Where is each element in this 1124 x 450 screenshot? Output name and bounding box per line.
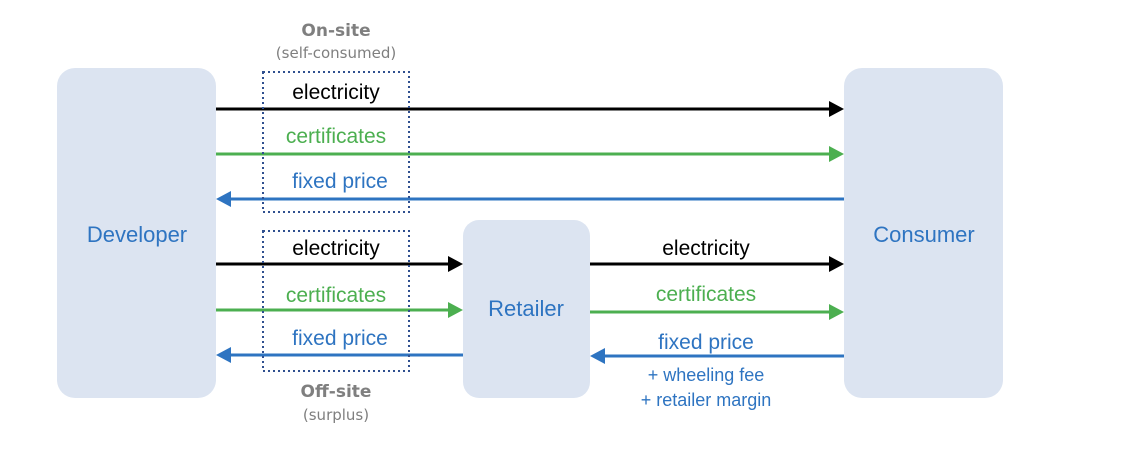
onsite-electricity-arrow [216, 101, 844, 117]
onsite-electricity-label: electricity [292, 81, 380, 104]
onsite-certificates-label: certificates [286, 125, 386, 148]
retail-certificates-arrow [590, 304, 844, 320]
offsite-fixed-price-label: fixed price [292, 327, 388, 350]
offsite-zone-subtitle: (surplus) [303, 406, 369, 424]
retailer-margin-label: + retailer margin [641, 390, 772, 410]
onsite-fixed-price-label: fixed price [292, 170, 388, 193]
offsite-zone-box [262, 230, 410, 372]
retail-fixed-price-label: fixed price [658, 331, 754, 354]
onsite-zone-box [262, 71, 410, 213]
onsite-zone-title: On-site [301, 21, 370, 41]
retail-fixed-price-arrow [590, 348, 844, 364]
retailer-node: Retailer [463, 220, 590, 398]
onsite-certificates-arrow [216, 146, 844, 162]
offsite-certificates-arrow [216, 302, 463, 318]
retail-electricity-arrow [590, 256, 844, 272]
developer-node: Developer [57, 68, 216, 398]
offsite-electricity-arrow [216, 256, 463, 272]
wheeling-fee-label: + wheeling fee [648, 365, 765, 385]
retail-certificates-label: certificates [656, 283, 756, 306]
retail-electricity-label: electricity [662, 237, 750, 260]
developer-label: Developer [87, 222, 187, 247]
consumer-label: Consumer [873, 222, 974, 247]
offsite-certificates-label: certificates [286, 284, 386, 307]
offsite-electricity-label: electricity [292, 237, 380, 260]
offsite-zone-title: Off-site [301, 382, 372, 402]
offsite-fixed-price-arrow [216, 347, 463, 363]
consumer-node: Consumer [844, 68, 1003, 398]
retailer-label: Retailer [488, 296, 564, 321]
onsite-zone-subtitle: (self-consumed) [276, 44, 396, 62]
onsite-fixed-price-arrow [216, 191, 844, 207]
